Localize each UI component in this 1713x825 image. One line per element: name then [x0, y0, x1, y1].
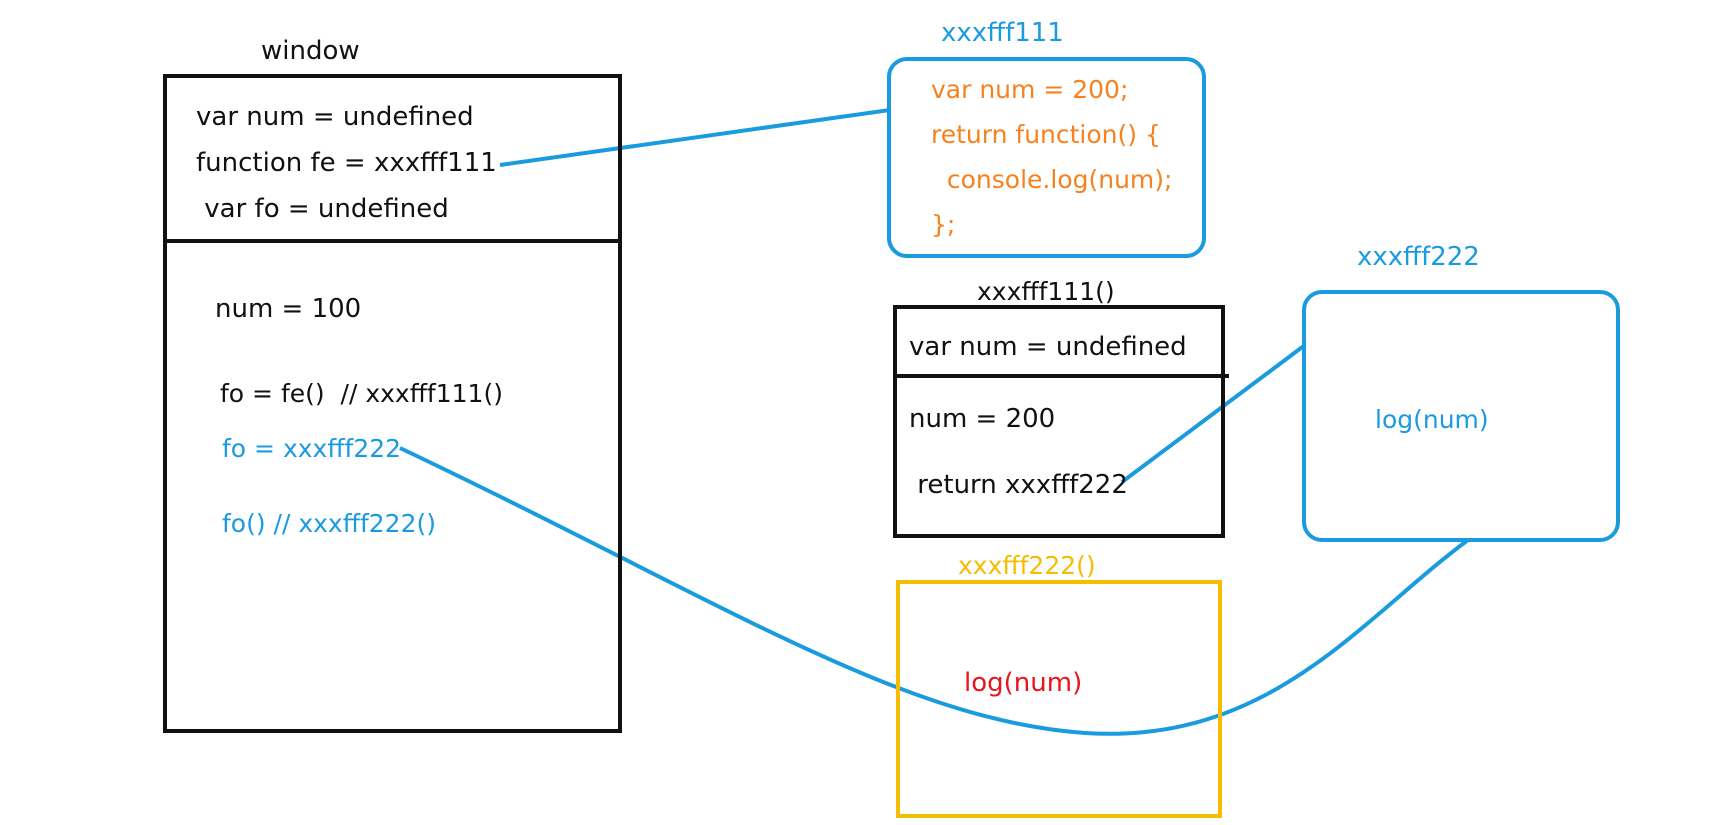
window-exec-line-1: num = 100 — [215, 294, 362, 324]
heap-fe-title: xxxfff111 — [941, 18, 1064, 48]
exec-fe-divider — [893, 374, 1229, 378]
window-context-box — [163, 74, 622, 733]
heap-fe-code-line-1: var num = 200; — [931, 75, 1129, 104]
window-decl-line-2: function fe = xxxfff111 — [196, 148, 497, 178]
heap-fe-code-line-2: return function() { — [931, 120, 1161, 149]
exec-fe-title: xxxfff111() — [977, 277, 1115, 306]
window-exec-line-4: fo() // xxxfff222() — [222, 509, 436, 538]
heap-fe-code-line-4: }; — [931, 210, 956, 239]
heap-inner-box — [1302, 290, 1620, 542]
window-decl-line-3: var fo = undefined — [196, 194, 449, 224]
window-title: window — [261, 36, 360, 66]
window-exec-line-2: fo = fe() // xxxfff111() — [220, 379, 503, 408]
heap-fe-code-line-3: console.log(num); — [931, 165, 1173, 194]
exec-fe-line-2: return xxxfff222 — [909, 470, 1128, 500]
window-divider — [163, 239, 622, 243]
heap-inner-title: xxxfff222 — [1357, 242, 1480, 272]
connector-return-to-heap — [1120, 343, 1307, 484]
heap-inner-code: log(num) — [1375, 405, 1489, 434]
heap-fe-box — [887, 57, 1206, 258]
connector-fe-to-heap — [499, 108, 891, 167]
connector-fo-to-heap-curve — [399, 446, 1470, 736]
exec-fe-line-1: num = 200 — [909, 404, 1056, 434]
exec-inner-box — [896, 580, 1222, 818]
window-exec-line-3: fo = xxxfff222 — [222, 434, 402, 463]
window-decl-line-1: var num = undefined — [196, 102, 474, 132]
exec-inner-title: xxxfff222() — [958, 551, 1096, 580]
exec-fe-decl: var num = undefined — [909, 332, 1187, 362]
exec-fe-box — [893, 305, 1225, 538]
exec-inner-code: log(num) — [964, 668, 1083, 698]
